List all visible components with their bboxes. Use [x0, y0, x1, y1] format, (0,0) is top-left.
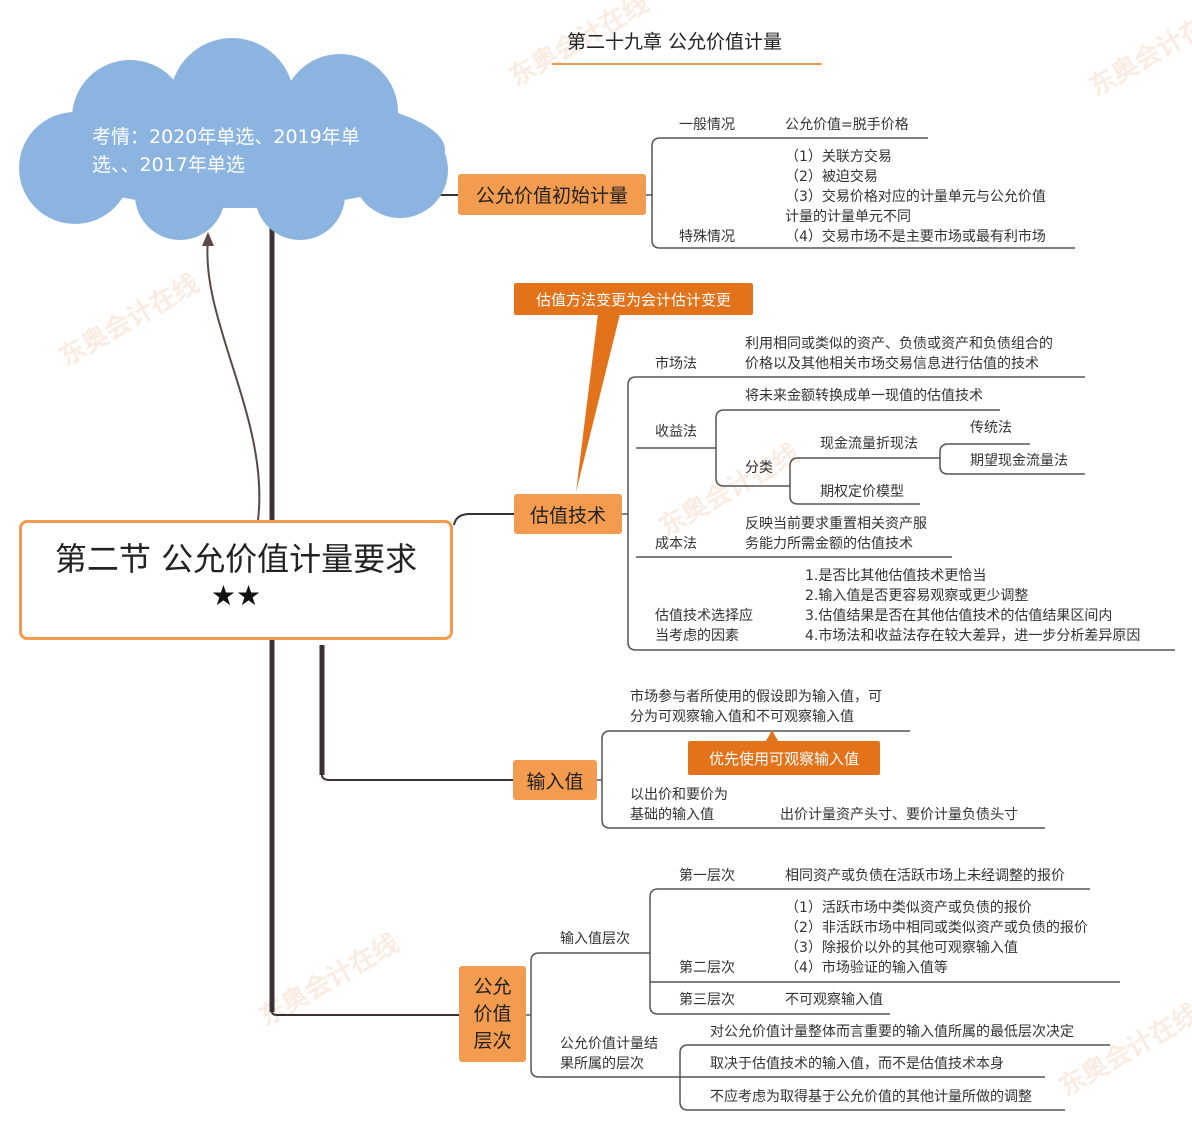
dcf-label: 现金流量折现法 — [820, 436, 918, 452]
bid-ask-value: 出价计量资产头寸、要价计量负债头寸 — [780, 807, 1018, 823]
income-approach-label: 收益法 — [655, 424, 697, 440]
market-approach-desc: 价格以及其他相关市场交易信息进行估值的技术 — [745, 356, 1039, 372]
level3-value: 不可观察输入值 — [785, 992, 883, 1008]
level3-label: 第三层次 — [679, 992, 735, 1008]
factor-item: 1.是否比其他估值技术更恰当 — [805, 568, 987, 584]
level2-item: （4）市场验证的输入值等 — [785, 960, 948, 976]
cloud-text-1: 考情：2020年单选、2019年单 — [92, 126, 360, 148]
market-approach-desc: 利用相同或类似的资产、负债或资产和负债组合的 — [745, 336, 1053, 352]
traditional-method-label: 传统法 — [970, 420, 1012, 436]
branch-input-values[interactable]: 输入值 — [513, 760, 597, 800]
cost-approach-label: 成本法 — [655, 536, 697, 552]
main-topic-title: 第二节 公允价值计量要求 — [54, 540, 418, 578]
expected-cashflow-label: 期望现金流量法 — [970, 453, 1068, 469]
bid-ask-label: 以出价和要价为 — [630, 787, 728, 803]
level1-label: 第一层次 — [679, 868, 735, 884]
bid-ask-label: 基础的输入值 — [630, 807, 714, 823]
branch-valuation-technique[interactable]: 估值技术 — [514, 494, 622, 534]
main-topic-box[interactable]: 第二节 公允价值计量要求 ★★ — [19, 520, 453, 640]
input-values-desc: 市场参与者所使用的假设即为输入值，可 — [630, 689, 882, 705]
cost-approach-desc: 务能力所需金额的估值技术 — [745, 536, 913, 552]
valuation-change-callout: 估值方法变更为会计估计变更 — [514, 283, 753, 315]
level2-item: （3）除报价以外的其他可观察输入值 — [785, 940, 1018, 956]
special-item: 计量的计量单元不同 — [785, 209, 911, 225]
hierarchy-label-line: 公允 — [473, 975, 512, 998]
hierarchy-label-line: 层次 — [473, 1029, 512, 1052]
branch-initial-measurement[interactable]: 公允价值初始计量 — [458, 174, 646, 215]
factors-label: 估值技术选择应 — [655, 608, 753, 624]
valuation-change-callout-text: 估值方法变更为会计估计变更 — [535, 290, 731, 309]
classify-label: 分类 — [745, 460, 773, 476]
special-item: （1）关联方交易 — [785, 149, 892, 165]
branch-initial-measurement-label: 公允价值初始计量 — [475, 185, 628, 207]
observable-input-callout: 优先使用可观察输入值 — [688, 741, 880, 775]
special-case-label: 特殊情况 — [679, 229, 735, 245]
market-approach-label: 市场法 — [655, 356, 697, 372]
income-approach-desc: 将未来金额转换成单一现值的估值技术 — [745, 388, 983, 404]
level2-item: （1）活跃市场中类似资产或负债的报价 — [785, 900, 1032, 916]
factors-label: 当考虑的因素 — [655, 628, 739, 644]
result-item: 对公允价值计量整体而言重要的输入值所属的最低层次决定 — [710, 1024, 1074, 1040]
factor-item: 3.估值结果是否在其他估值技术的估值结果区间内 — [805, 608, 1113, 624]
hierarchy-label-line: 价值 — [473, 1002, 512, 1025]
option-pricing-label: 期权定价模型 — [820, 484, 904, 500]
special-item: （2）被迫交易 — [785, 169, 878, 185]
factor-item: 4.市场法和收益法存在较大差异，进一步分析差异原因 — [805, 628, 1141, 644]
level2-item: （2）非活跃市场中相同或类似资产或负债的报价 — [785, 920, 1088, 936]
page-title: 第二十九章 公允价值计量 — [567, 31, 783, 53]
result-level-label: 果所属的层次 — [560, 1056, 644, 1072]
result-item: 不应考虑为取得基于公允价值的其他计量所做的调整 — [710, 1089, 1032, 1105]
general-case-label: 一般情况 — [679, 117, 735, 133]
level2-label: 第二层次 — [679, 960, 735, 976]
branch-fair-value-hierarchy[interactable]: 公允 价值 层次 — [459, 966, 526, 1062]
input-values-desc: 分为可观察输入值和不可观察输入值 — [630, 709, 854, 725]
cost-approach-desc: 反映当前要求重置相关资产服 — [745, 516, 927, 532]
cloud-shape — [19, 38, 448, 240]
level1-value: 相同资产或负债在活跃市场上未经调整的报价 — [785, 868, 1065, 884]
main-topic-stars: ★★ — [210, 579, 262, 612]
input-levels-label: 输入值层次 — [560, 931, 630, 947]
special-item: （4）交易市场不是主要市场或最有利市场 — [785, 229, 1046, 245]
general-case-value: 公允价值=脱手价格 — [785, 117, 909, 133]
factor-item: 2.输入值是否更容易观察或更少调整 — [805, 588, 1029, 604]
branch-input-values-label: 输入值 — [526, 770, 584, 793]
title-underline — [552, 63, 822, 65]
cloud-text-2: 选、、2017年单选 — [92, 154, 245, 176]
branch-valuation-technique-label: 估值技术 — [529, 504, 606, 527]
special-item: （3）交易价格对应的计量单元与公允价值 — [785, 189, 1046, 205]
observable-input-callout-text: 优先使用可观察输入值 — [708, 749, 859, 768]
result-level-label: 公允价值计量结 — [560, 1036, 658, 1052]
result-item: 取决于估值技术的输入值，而不是估值技术本身 — [710, 1056, 1004, 1072]
